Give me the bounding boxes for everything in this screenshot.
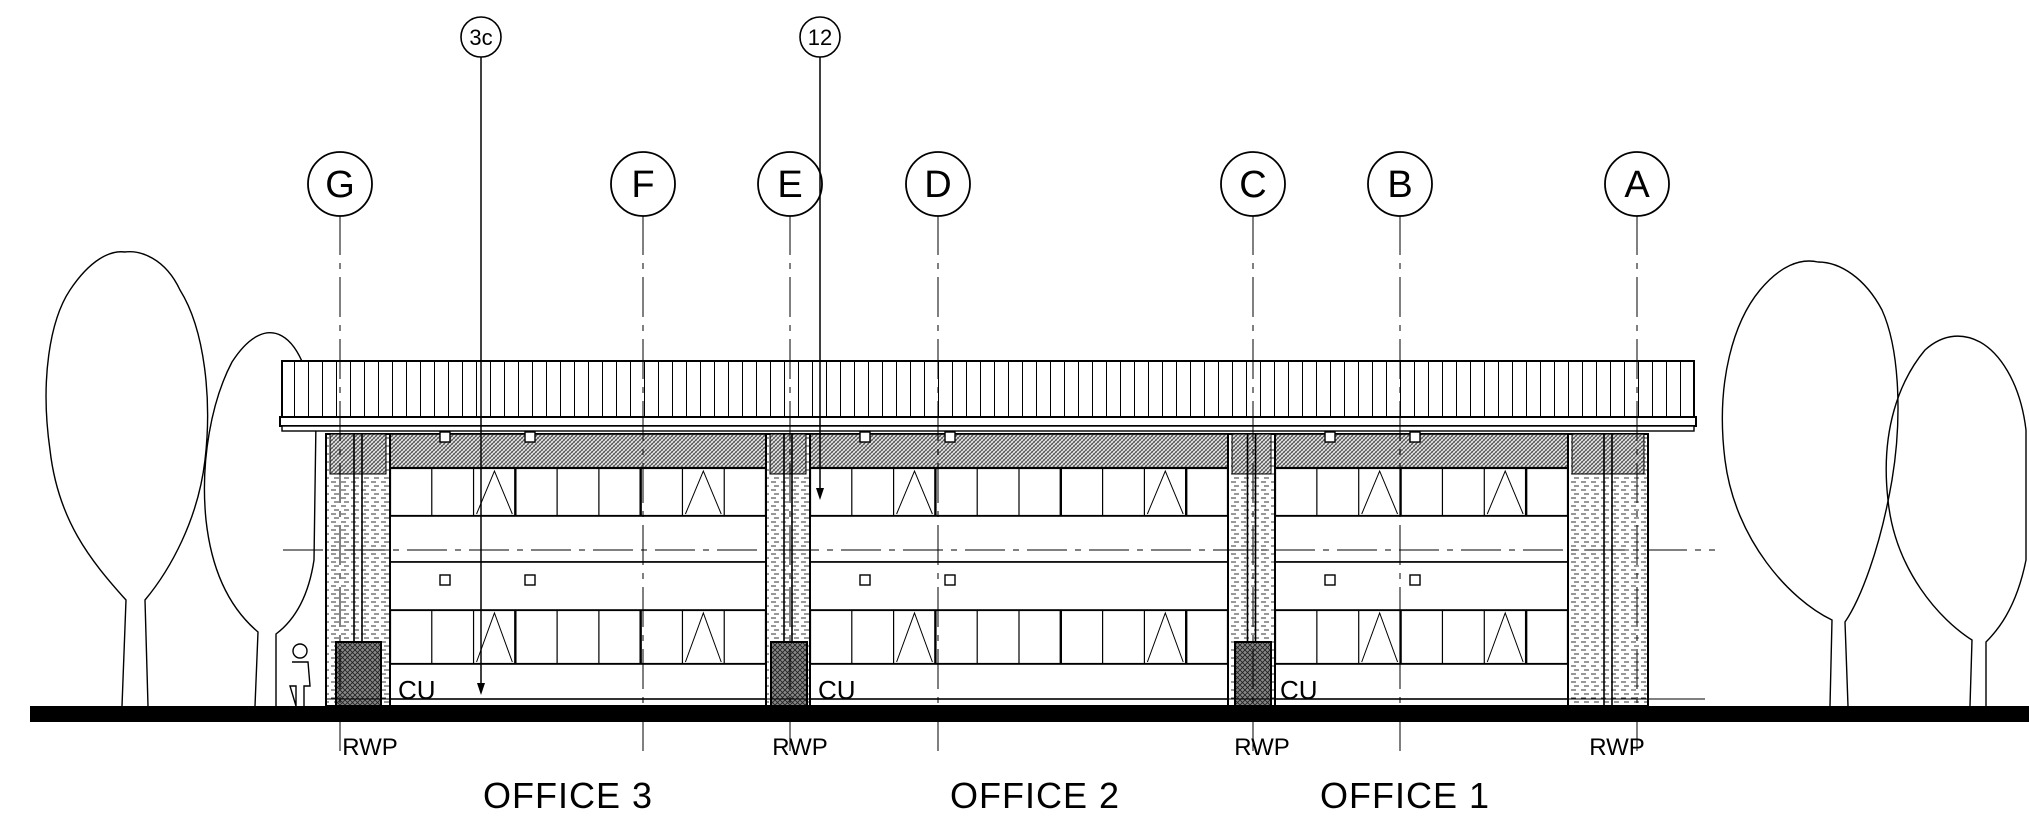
grid-line-d: D — [905, 151, 971, 755]
grid-label: C — [1239, 164, 1266, 206]
office-2-bay — [808, 431, 1230, 700]
grid-line-b: B — [1367, 151, 1433, 755]
tree-right-large — [1721, 260, 1899, 707]
grid-bubble — [1367, 151, 1433, 217]
rwp-label: RWP — [342, 734, 398, 761]
office-3-bay — [388, 431, 768, 700]
grid-line-a: A — [1604, 151, 1670, 755]
grid-bubble — [757, 151, 823, 217]
grid-bubble — [1604, 151, 1670, 217]
rwp-label: RWP — [772, 734, 828, 761]
rwp-label: RWP — [1234, 734, 1290, 761]
tree-right-small — [1885, 335, 2027, 707]
grid-line-g: G — [307, 151, 373, 755]
office-label: OFFICE 1 — [1320, 775, 1490, 816]
grid-label: A — [1624, 164, 1650, 206]
roof-canopy — [279, 360, 1697, 432]
callout-arrow — [477, 683, 485, 695]
callout-12: 12 — [799, 16, 841, 500]
grid-bubble — [1220, 151, 1286, 217]
cu-label: CU — [1280, 675, 1318, 705]
grid-bubble — [307, 151, 373, 217]
grid-label: G — [325, 164, 355, 206]
rwp-block-1 — [335, 641, 382, 707]
cu-label: CU — [818, 675, 856, 705]
pier-right — [1567, 433, 1649, 707]
grid-line-e: E — [757, 151, 823, 755]
cu-label: CU — [398, 675, 436, 705]
rwp-label: RWP — [1589, 734, 1645, 761]
callout-label: 3c — [469, 25, 492, 50]
grid-label: E — [777, 164, 802, 206]
grid-bubble — [905, 151, 971, 217]
grid-label: D — [924, 164, 951, 206]
tree-left-large — [45, 251, 209, 707]
rwp-block-2 — [770, 641, 808, 707]
grid-label: B — [1387, 164, 1412, 206]
grid-line-f: F — [610, 151, 676, 755]
callout-3c: 3c — [460, 16, 502, 695]
grid-line-c: C — [1220, 151, 1286, 755]
person-figure — [289, 643, 311, 707]
grid-bubble — [610, 151, 676, 217]
office-label: OFFICE 3 — [483, 775, 653, 816]
ground-line — [30, 706, 2029, 722]
office-label: OFFICE 2 — [950, 775, 1120, 816]
tree-left-small — [203, 332, 317, 707]
callout-label: 12 — [808, 25, 832, 50]
office-1-bay — [1273, 431, 1570, 700]
callout-arrow — [816, 488, 824, 500]
grid-label: F — [631, 164, 654, 206]
